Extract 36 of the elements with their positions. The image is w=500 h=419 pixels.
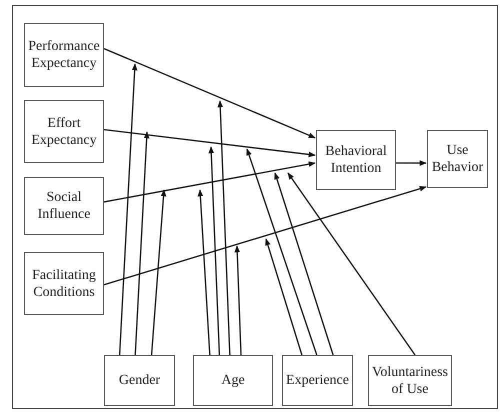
construct-label: Facilitating Conditions <box>31 266 97 300</box>
arrow <box>198 189 210 356</box>
construct-box <box>104 355 175 406</box>
construct-label: Gender <box>118 372 160 389</box>
arrow <box>104 128 316 158</box>
construct-label: Use Behavior <box>430 142 484 176</box>
arrow <box>217 100 230 356</box>
arrow <box>396 160 427 166</box>
arrow <box>104 161 316 203</box>
construct-box <box>282 355 353 406</box>
arrow <box>104 48 316 138</box>
arrow <box>246 148 318 356</box>
construct-box <box>24 100 104 163</box>
arrow <box>118 63 138 356</box>
construct-box <box>316 130 396 190</box>
arrow <box>208 146 220 356</box>
construct-box <box>368 355 452 406</box>
construct-box <box>24 177 104 235</box>
arrow <box>274 172 334 356</box>
construct-box <box>24 23 104 87</box>
construct-label: Behavioral Intention <box>324 143 388 177</box>
arrow <box>234 245 242 356</box>
construct-box <box>427 130 488 188</box>
construct-label: Age <box>221 372 245 389</box>
arrow <box>134 131 150 356</box>
construct-box <box>24 252 104 315</box>
construct-label: Performance Expectancy <box>27 38 101 72</box>
construct-label: Effort Expectancy <box>30 114 98 148</box>
construct-box <box>193 355 273 406</box>
arrow <box>265 238 302 356</box>
construct-label: Voluntariness of Use <box>371 364 449 398</box>
arrow <box>287 172 416 356</box>
construct-label: Social Influence <box>36 189 92 223</box>
arrow <box>104 186 427 286</box>
construct-label: Experience <box>286 372 349 389</box>
arrow <box>150 189 166 356</box>
